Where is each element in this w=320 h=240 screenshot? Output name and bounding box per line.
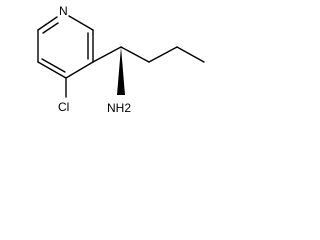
bond-n-c2 bbox=[68, 15, 94, 31]
wedge-bond-amine bbox=[117, 47, 125, 95]
atom-label-cl: Cl bbox=[58, 100, 69, 114]
chemical-structure: N Cl NH2 bbox=[37, 4, 205, 115]
bond-chain-2 bbox=[148, 46, 178, 63]
bond-chain-3 bbox=[176, 46, 205, 63]
atom-label-n: N bbox=[59, 4, 68, 18]
bond-chain-1 bbox=[120, 46, 150, 63]
bond-c6-n-inner bbox=[42, 22, 59, 34]
bond-c3-c4 bbox=[65, 61, 94, 79]
atom-label-nh2: NH2 bbox=[107, 101, 131, 115]
bond-c3-chiral bbox=[92, 46, 122, 63]
bond-c4-c5 bbox=[37, 61, 67, 79]
bond-c6-n bbox=[37, 16, 58, 31]
bond-c4-c5-inner bbox=[41, 58, 66, 73]
